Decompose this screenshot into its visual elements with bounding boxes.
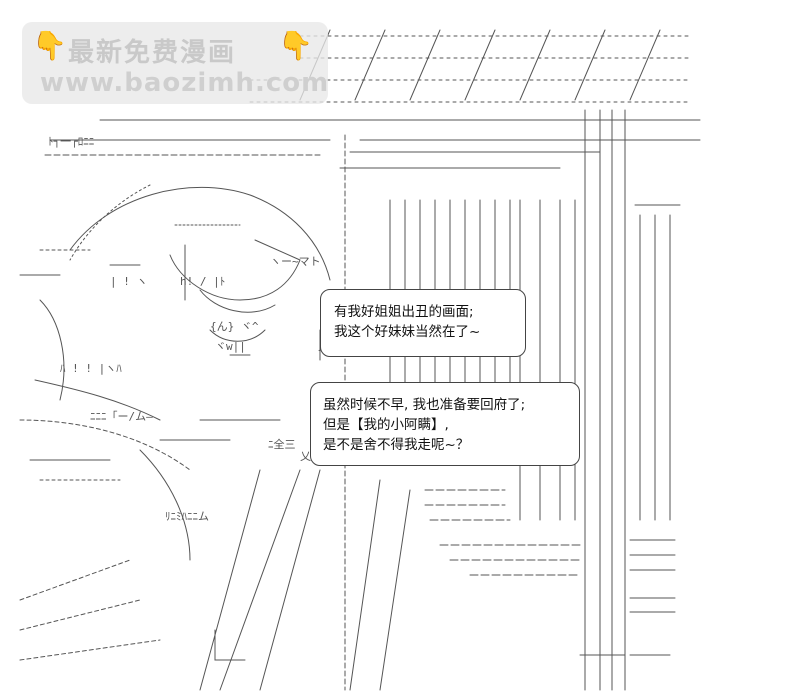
pointing-hand-icon: 👇 (32, 29, 67, 62)
speech-line: 虽然时候不早, 我也准备要回府了; (323, 397, 526, 413)
speech-line: 有我好姐姐出丑的画面; (334, 304, 474, 320)
svg-text:ﾘﾆﾐﾊﾆﾆム: ﾘﾆﾐﾊﾆﾆム (165, 510, 209, 523)
svg-text:ヽー~マト: ヽー~マト (270, 255, 321, 268)
speech-line: 我这个好妹妹当然在了~ (334, 324, 481, 340)
watermark-title: 最新免费漫画 (68, 38, 237, 68)
svg-text:ﾊ ! ! |ヽﾊ: ﾊ ! ! |ヽﾊ (60, 362, 122, 375)
speech-bubble-2: 虽然时候不早, 我也准备要回府了; 但是【我的小阿瞒】, 是不是舍不得我走呢~？ (310, 382, 580, 466)
svg-text:ﾄ┐一┌ﾛﾆﾆ: ﾄ┐一┌ﾛﾆﾆ (48, 135, 94, 148)
svg-text:ヾw||: ヾw|| (215, 340, 246, 353)
svg-text:ﾆﾆﾆ「ー/ム—: ﾆﾆﾆ「ー/ム— (90, 410, 153, 423)
svg-text:乂: 乂 (300, 450, 311, 463)
pointing-hand-icon: 👇 (278, 29, 313, 62)
speech-line: 但是【我的小阿瞒】, (323, 417, 449, 433)
svg-text:h! / |ﾄ: h! / |ﾄ (180, 275, 225, 288)
speech-bubble-1: 有我好姐姐出丑的画面; 我这个好妹妹当然在了~ (320, 289, 526, 357)
watermark-url: www.baozimh.com (40, 68, 330, 98)
svg-text:{ん} ヾ^: {ん} ヾ^ (210, 320, 259, 333)
svg-text:ﾆ全三: ﾆ全三 (268, 437, 296, 451)
svg-text:| ! ヽ: | ! ヽ (110, 275, 148, 288)
speech-line: 是不是舍不得我走呢~？ (323, 437, 470, 453)
watermark: 👇 最新免费漫画 👇 www.baozimh.com (22, 22, 328, 104)
